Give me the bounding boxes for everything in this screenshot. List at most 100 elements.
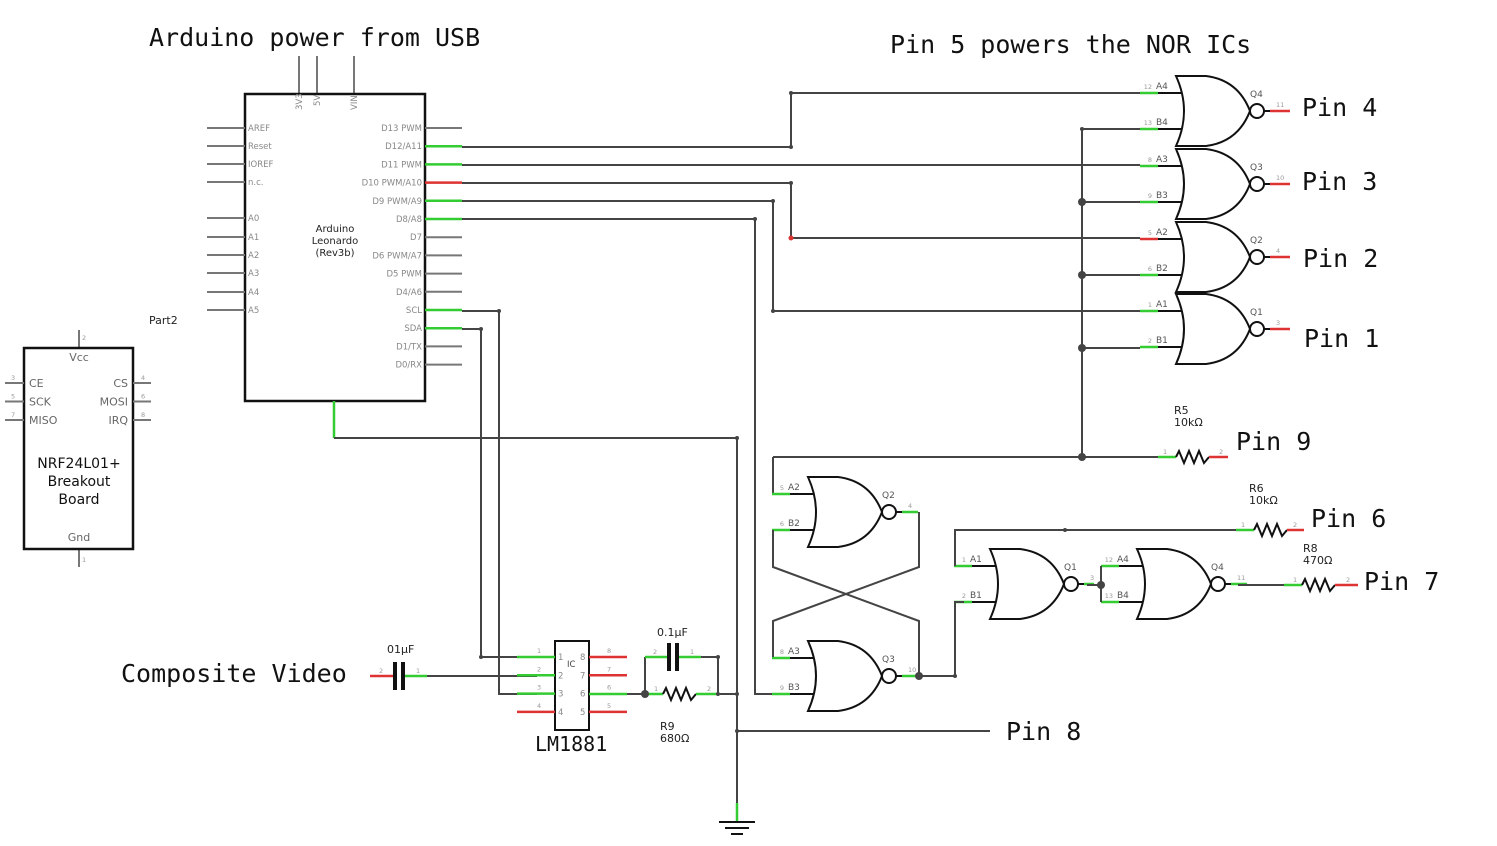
arduino-right-pin-label: D13 PWM <box>381 124 422 134</box>
lm1881-pin-label: 1 <box>558 653 563 663</box>
part2-label: Part2 <box>149 314 178 327</box>
gate-input-b: B3 <box>1156 191 1168 201</box>
arduino-name-3: (Rev3b) <box>315 248 354 259</box>
gate-input-b: B4 <box>1117 591 1129 601</box>
nor-gate-body <box>1174 221 1252 293</box>
r9-value: 680Ω <box>660 732 689 745</box>
svg-text:2: 2 <box>379 667 383 675</box>
gate-input-a: A1 <box>970 555 982 565</box>
nrf-body <box>22 346 135 551</box>
lm1881-pin-label: 5 <box>580 708 585 718</box>
r5-value: 10kΩ <box>1174 416 1203 429</box>
arduino-leonardo[interactable]: 3V3 5V VIN Arduino Leonardo (Rev3b) AREF… <box>207 56 462 438</box>
pin-num: 12 <box>1144 83 1152 91</box>
pin8-label: Pin 8 <box>1006 717 1081 746</box>
gate-input-a: A4 <box>1117 555 1129 565</box>
lm1881-pin-label: 8 <box>580 653 585 663</box>
svg-text:1: 1 <box>1163 448 1167 456</box>
arduino-right-pin-label: SCL <box>406 306 422 316</box>
arduino-power-note: Arduino power from USB <box>149 23 480 52</box>
arduino-right-pin-label: D9 PWM/A9 <box>372 197 422 207</box>
nrf-pin-num: 4 <box>141 374 145 382</box>
pin-label-3v3: 3V3 <box>295 93 305 110</box>
capacitor-input[interactable]: 2 1 01µF <box>370 643 537 690</box>
pin6-label: Pin 6 <box>1311 504 1386 533</box>
arduino-body <box>243 92 427 403</box>
pin-num: 13 <box>1105 592 1113 600</box>
pin-num: 2 <box>1148 337 1152 345</box>
inverter-bubble <box>1210 576 1226 592</box>
arduino-left-pin-label: A3 <box>248 269 259 279</box>
nrf-name-1: NRF24L01+ <box>37 456 120 472</box>
pin7-label: Pin 7 <box>1364 567 1439 596</box>
r5-name: R5 <box>1174 404 1189 417</box>
nor-power-note: Pin 5 powers the NOR ICs <box>890 30 1251 59</box>
gate-input-a: A2 <box>788 483 800 493</box>
lm1881-pin-label: 6 <box>580 690 585 700</box>
pin-num: 3 <box>1090 574 1094 582</box>
nrf-vcc-num: 2 <box>82 334 86 342</box>
arduino-right-pin-label: D4/A6 <box>396 288 422 298</box>
nrf-name-3: Board <box>58 492 99 508</box>
pin-num: 9 <box>780 684 784 692</box>
arduino-left-pin-label: Reset <box>248 142 272 152</box>
ground-symbol <box>719 803 755 835</box>
gate-input-a: A3 <box>1156 155 1168 165</box>
lm1881-pin-label: 3 <box>558 690 563 700</box>
capacitor-sync[interactable]: 2 1 0.1µF <box>641 626 720 698</box>
inverter-bubble <box>1063 576 1079 592</box>
resistor-r5[interactable]: 1 2 R5 10kΩ <box>1158 404 1228 466</box>
nrf-vcc-label: Vcc <box>69 351 89 364</box>
gate-input-b: B1 <box>970 591 982 601</box>
arduino-right-pin-label: D5 PWM <box>386 270 422 280</box>
resistor-r6[interactable]: 1 2 R6 10kΩ <box>1236 482 1304 539</box>
svg-text:2: 2 <box>653 648 657 656</box>
arduino-right-pin-label: D8/A8 <box>396 215 422 225</box>
gate-output: Q3 <box>1250 163 1263 173</box>
gate-output: Q2 <box>882 491 895 501</box>
pin9-label: Pin 9 <box>1236 427 1311 456</box>
gate-input-b: B4 <box>1156 118 1168 128</box>
arduino-right-pin-label: SDA <box>404 324 422 334</box>
pin-num: 6 <box>1148 265 1152 273</box>
inverter-bubble <box>881 668 897 684</box>
lm1881-pin-num: 5 <box>607 702 611 710</box>
arduino-right-pin-label: D11 PWM <box>381 160 422 170</box>
nor-gate-body <box>1174 148 1252 220</box>
latch-wires <box>720 512 1290 696</box>
nrf-pin-label: IRQ <box>108 414 128 427</box>
resistor-r9[interactable]: 1 2 R9 680Ω <box>645 685 718 745</box>
pin-num: 11 <box>1237 574 1245 582</box>
pin-num: 5 <box>1148 229 1152 237</box>
r6-name: R6 <box>1249 482 1264 495</box>
nrf-pin-label: CE <box>29 377 44 390</box>
r8-name: R8 <box>1303 542 1318 555</box>
arduino-left-pin-label: A1 <box>248 233 259 243</box>
lm1881-pin-num: 3 <box>537 684 541 692</box>
gate-input-a: A4 <box>1156 82 1168 92</box>
pin-num: 8 <box>1148 156 1152 164</box>
gate-output: Q1 <box>1250 308 1263 318</box>
resistor-r8[interactable]: 1 2 R8 470Ω <box>1284 542 1358 594</box>
inverter-bubble <box>1249 103 1265 119</box>
pin-num: 4 <box>1276 247 1280 255</box>
gate-input-b: B2 <box>1156 264 1168 274</box>
r8-value: 470Ω <box>1303 554 1332 567</box>
pin-num: 10 <box>1276 174 1284 182</box>
nor-gate-body <box>988 548 1066 620</box>
lm1881-pin-label: 7 <box>580 671 585 681</box>
nrf-pin-num: 6 <box>141 393 145 401</box>
pin-num: 10 <box>908 666 916 674</box>
nor-gate-body <box>1174 75 1252 147</box>
inverter-bubble <box>1249 321 1265 337</box>
nor-gate-body <box>806 476 884 548</box>
gate-output: Q2 <box>1250 236 1263 246</box>
svg-text:1: 1 <box>690 648 694 656</box>
